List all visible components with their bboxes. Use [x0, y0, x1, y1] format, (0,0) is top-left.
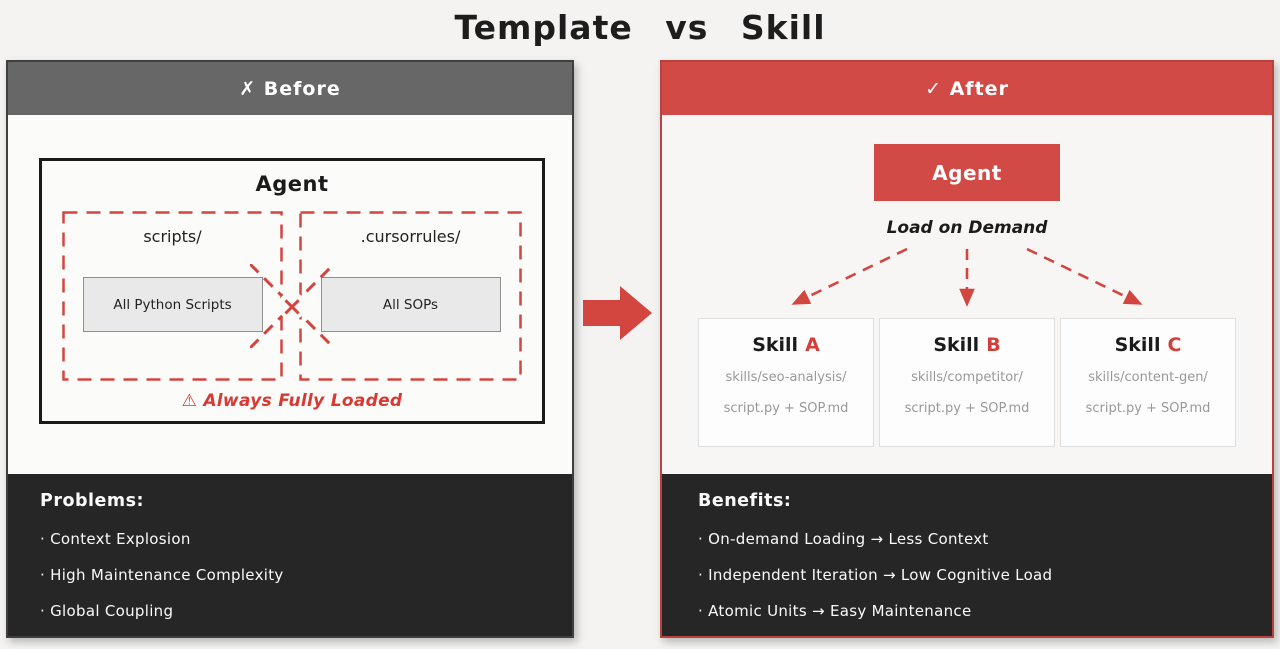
dispatch-arrows-icon — [791, 247, 1143, 307]
skill-word: Skill — [752, 334, 799, 356]
problem-item: · Global Coupling — [40, 602, 174, 620]
python-scripts-box: All Python Scripts — [82, 277, 263, 332]
skill-a-path: skills/seo-analysis/ — [725, 370, 847, 385]
cursorrules-group: .cursorrules/ All SOPs — [299, 211, 522, 381]
skill-b-files: script.py + SOP.md — [904, 401, 1030, 416]
skill-card-c: Skill C skills/content-gen/ script.py + S… — [1060, 318, 1236, 447]
before-panel: ✗ Before Agent scripts/ All Python Scrip… — [6, 60, 574, 638]
skill-letter: B — [986, 334, 1001, 356]
skill-a-title: Skill A — [699, 334, 873, 356]
skill-cards-row: Skill A skills/seo-analysis/ script.py + … — [698, 318, 1236, 447]
problem-item: · High Maintenance Complexity — [40, 566, 284, 584]
skill-b-path: skills/competitor/ — [911, 370, 1023, 385]
benefits-list: · On-demand Loading → Less Context · Ind… — [698, 530, 1272, 620]
skill-a-files: script.py + SOP.md — [723, 401, 849, 416]
problem-item: · Context Explosion — [40, 530, 191, 548]
always-loaded-warning: ⚠ Always Fully Loaded — [181, 391, 403, 411]
transition-arrow-icon — [583, 286, 652, 340]
benefits-section: Benefits: · On-demand Loading → Less Con… — [662, 474, 1272, 636]
cross-mark-glyph: × — [281, 292, 303, 322]
page-title: Template vs Skill — [454, 8, 826, 47]
scripts-group: scripts/ All Python Scripts — [62, 211, 283, 381]
skill-letter: C — [1167, 334, 1182, 356]
skill-word: Skill — [933, 334, 980, 356]
skill-card-b: Skill B skills/competitor/ script.py + SO… — [879, 318, 1055, 447]
before-dashed-row: scripts/ All Python Scripts .cursorrules… — [62, 211, 522, 381]
skill-word: Skill — [1114, 334, 1161, 356]
before-agent-box: Agent scripts/ All Python Scripts .cu — [39, 158, 545, 424]
before-body: Agent scripts/ All Python Scripts .cu — [8, 115, 572, 474]
benefit-item: · Atomic Units → Easy Maintenance — [698, 602, 972, 620]
benefits-title: Benefits: — [698, 491, 792, 511]
after-body: Agent Load on Demand Skill A skills/seo-a… — [662, 115, 1272, 474]
before-agent-title: Agent — [255, 172, 329, 196]
benefit-item: · Independent Iteration → Low Cognitive … — [698, 566, 1053, 584]
skill-card-a: Skill A skills/seo-analysis/ script.py + … — [698, 318, 874, 447]
sops-box: All SOPs — [320, 277, 501, 332]
skill-b-title: Skill B — [880, 334, 1054, 356]
skill-letter: A — [805, 334, 820, 356]
skill-c-files: script.py + SOP.md — [1085, 401, 1211, 416]
problems-title: Problems: — [40, 491, 145, 511]
cursorrules-label: .cursorrules/ — [360, 227, 461, 246]
after-panel: ✓ After Agent Load on Demand Skill A skil… — [660, 60, 1274, 638]
after-agent-box: Agent — [874, 144, 1060, 201]
after-header: ✓ After — [662, 62, 1272, 115]
benefit-item: · On-demand Loading → Less Context — [698, 530, 989, 548]
problems-list: · Context Explosion · High Maintenance C… — [40, 530, 572, 620]
before-header: ✗ Before — [8, 62, 572, 115]
skill-c-title: Skill C — [1061, 334, 1235, 356]
skill-c-path: skills/content-gen/ — [1088, 370, 1208, 385]
coupling-cross-icon: × — [250, 264, 334, 348]
load-on-demand-label: Load on Demand — [886, 218, 1048, 238]
problems-section: Problems: · Context Explosion · High Mai… — [8, 474, 572, 636]
scripts-label: scripts/ — [143, 227, 202, 246]
